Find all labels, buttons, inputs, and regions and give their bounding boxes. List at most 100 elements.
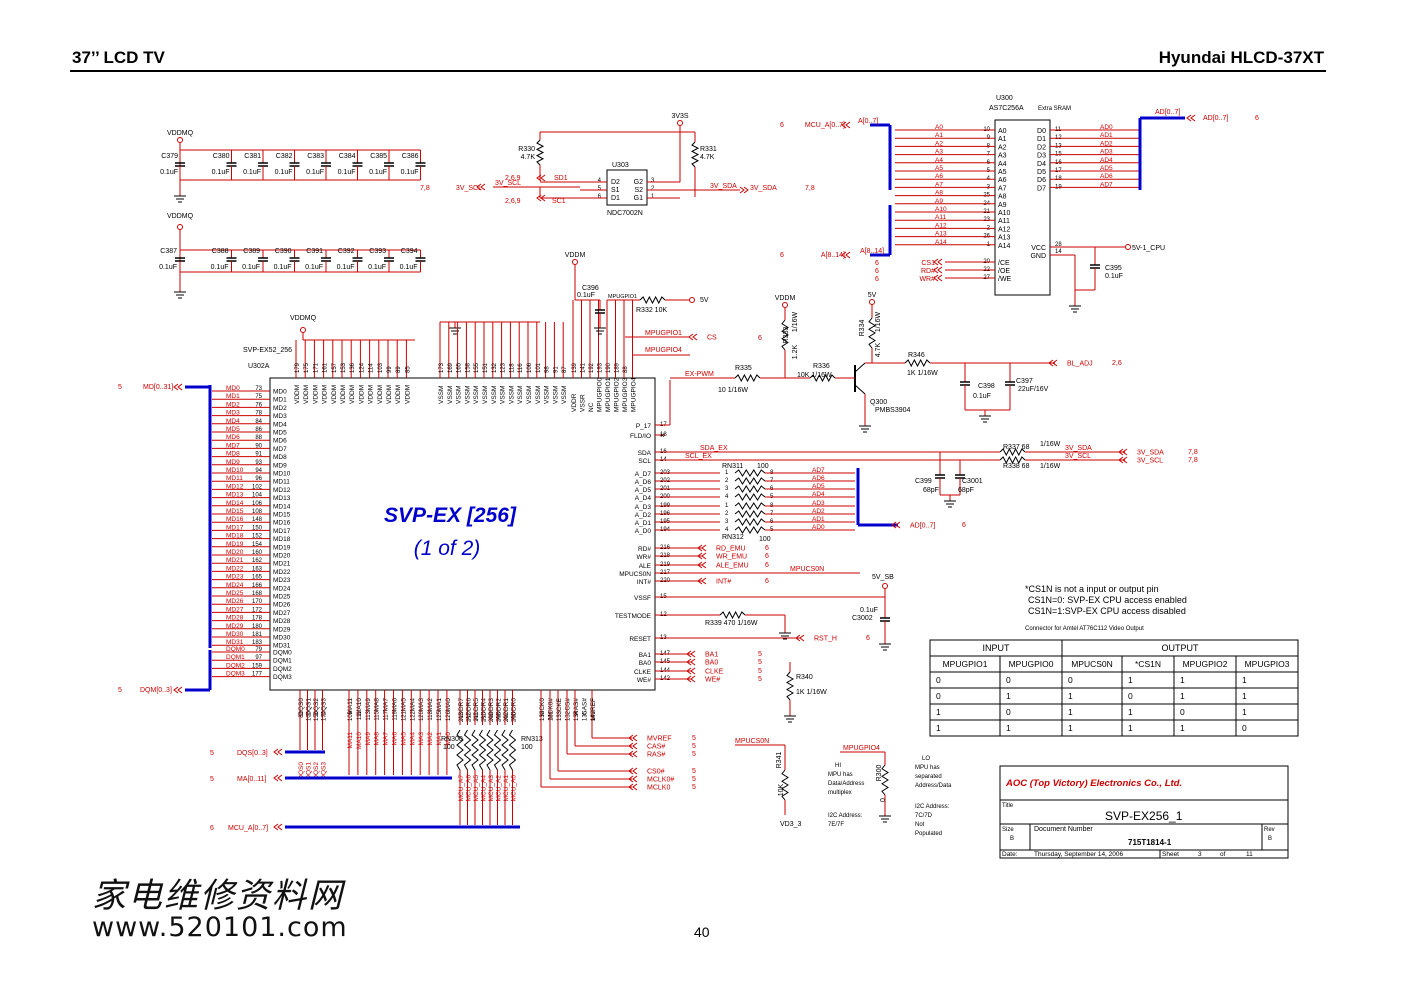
- pin-name: MD19: [273, 544, 291, 551]
- net-label: MPUGPIO4: [645, 347, 682, 354]
- pin-name: VSSM: [482, 386, 489, 404]
- pin-name: MPUGPIO0: [597, 377, 604, 412]
- pin-name: VDDM: [404, 385, 411, 404]
- pin-name: D4: [1037, 161, 1046, 168]
- design-note: MPU has: [828, 772, 853, 778]
- ic-ref: U303: [612, 162, 629, 169]
- net-label: MCU_A2: [496, 775, 503, 802]
- pin-name: ADDR1: [503, 698, 510, 720]
- sheet-label: Sheet: [1162, 851, 1179, 858]
- sheet-ref: 6: [210, 825, 214, 832]
- pin-name: MA1: [436, 698, 443, 712]
- power-rail-label: 5V: [700, 297, 709, 304]
- pin-name: MPUGPIO2: [614, 377, 621, 412]
- net-label: MA3: [418, 732, 425, 746]
- pin-number: 183: [252, 640, 263, 646]
- cap-ref: C398: [978, 383, 995, 390]
- pin-name: VDDM: [303, 385, 310, 404]
- pin-number: 169: [448, 362, 454, 373]
- ic-ref: U300: [996, 95, 1013, 102]
- resistor-symbol: [904, 358, 931, 368]
- pin-number: 159: [252, 663, 263, 669]
- pin-number: 2: [725, 478, 729, 484]
- resistor-symbol: [999, 447, 1026, 457]
- pin-name: A_D1: [635, 520, 652, 527]
- design-note: LO: [922, 756, 930, 762]
- pin-number: 213: [459, 711, 465, 722]
- offpage-connector-icon: [937, 258, 943, 266]
- pin-name: MD8: [273, 454, 287, 461]
- net-label: SCL_EX: [685, 453, 712, 460]
- cap-value: 0.1uF: [242, 264, 260, 271]
- pin-number: 119: [393, 710, 399, 720]
- transistor-part: PMBS3904: [875, 407, 911, 414]
- pin-name: A5: [998, 169, 1007, 176]
- pin-name: VCC: [1031, 245, 1046, 252]
- pin-name: MA2: [427, 698, 434, 712]
- cap-value: 0.1uF: [1105, 273, 1123, 280]
- pin-number: 123: [501, 362, 507, 373]
- pin-name: S2: [634, 187, 643, 194]
- net-label: DQS0: [298, 762, 305, 780]
- bus-label: AD[0..7]: [1203, 115, 1228, 122]
- resistor-value: 1.2K: [792, 344, 799, 359]
- offpage-connector-icon: [540, 194, 546, 202]
- pin-name: A8: [998, 194, 1007, 201]
- table-header: MPUGPIO2: [1183, 659, 1228, 669]
- offpage-connector-icon: [688, 333, 694, 341]
- pin-number: 173: [439, 362, 445, 373]
- resistor-symbol: [734, 526, 766, 534]
- table-cell: 1: [1180, 675, 1185, 685]
- resistor-value: 1/16W: [1040, 441, 1061, 448]
- net-label: MPUCS0N: [790, 566, 824, 573]
- cap-value: 0.1uF: [212, 169, 230, 176]
- pin-number: 91: [553, 366, 559, 373]
- cap-value: 0.1uF: [306, 169, 324, 176]
- pin-number: 192: [589, 362, 595, 373]
- pin-name: VSSR: [580, 394, 587, 412]
- pin-number: 206: [512, 711, 518, 722]
- pin-name: /WE: [998, 276, 1012, 283]
- pin-number: 161: [323, 362, 329, 373]
- net-label: MCU_A1: [503, 775, 510, 802]
- net-label: MD1: [226, 393, 240, 400]
- pin-name: RD#: [638, 546, 651, 553]
- table-cell: 0: [936, 691, 941, 701]
- offpage-connector-icon: [701, 561, 707, 569]
- net-label: A9: [935, 198, 943, 205]
- pin-name: GND: [1030, 253, 1046, 260]
- offpage-connector-icon: [628, 742, 634, 750]
- net-label: MD25: [226, 590, 244, 597]
- offpage-label: CLKE: [705, 669, 724, 676]
- table-cell: 1: [1128, 675, 1133, 685]
- power-rail-label: VDDMQ: [167, 213, 194, 220]
- pin-number: 102: [252, 484, 263, 490]
- net-label: MD6: [226, 434, 240, 441]
- pin-name: ADDR5: [473, 698, 480, 720]
- power-rail-icon: [677, 120, 683, 126]
- sheet-ref: 7,8: [1188, 449, 1198, 456]
- table-cell: 0: [1006, 707, 1011, 717]
- net-label: MD7: [226, 442, 240, 449]
- net-label: MD0: [226, 385, 240, 392]
- power-rail-label: 5V: [868, 292, 877, 299]
- resistor-ref: R300: [876, 765, 883, 782]
- net-label: MD16: [226, 516, 244, 523]
- chip-part: SVP-EX52_256: [243, 347, 292, 354]
- pin-name: VDDR: [571, 393, 578, 412]
- power-rail-label: VDDM: [775, 295, 796, 302]
- pin-number: 122: [410, 710, 416, 721]
- pin-name: ADDR7: [458, 698, 465, 720]
- pin-number: 163: [252, 566, 263, 572]
- net-label: SC1: [552, 198, 566, 205]
- pin-name: VSSM: [473, 386, 480, 404]
- pin-name: BA0: [639, 660, 652, 667]
- pin-name: VDDM: [294, 385, 301, 404]
- resistor-ref: R346: [908, 352, 925, 359]
- net-label: AD6: [812, 475, 825, 482]
- pin-number: 116: [518, 363, 524, 373]
- pin-name: MD29: [273, 626, 291, 633]
- pin-number: 139: [572, 362, 578, 373]
- pin-number: 73: [255, 386, 262, 392]
- pin-name: /CE: [998, 260, 1010, 267]
